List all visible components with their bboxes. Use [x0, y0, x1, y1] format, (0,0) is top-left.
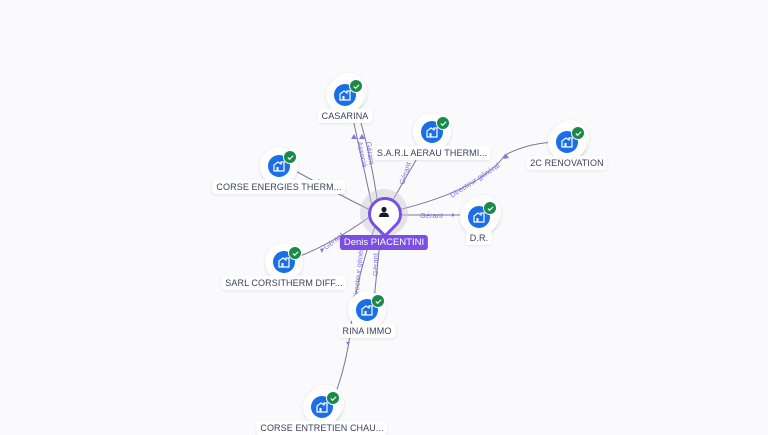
- arrow-corsitherm: [320, 248, 324, 253]
- company-label: SARL CORSITHERM DIFF...: [221, 276, 347, 290]
- edge-2c-renovation: [397, 141, 561, 211]
- company-label: 2C RENOVATION: [526, 156, 608, 170]
- person-icon: [379, 206, 389, 217]
- arrow-2c: [503, 154, 509, 159]
- arrow-dr: [452, 213, 455, 217]
- arrow-casarina-1: [351, 134, 357, 139]
- verified-check-icon: [326, 391, 340, 405]
- verified-check-icon: [571, 126, 585, 140]
- verified-check-icon: [283, 150, 297, 164]
- person-name-label: Denis PIACENTINI: [339, 235, 429, 250]
- company-label: S.A.R.L AERAU THERMI...: [372, 146, 492, 160]
- company-label: D.R.: [465, 231, 493, 245]
- verified-check-icon: [483, 201, 497, 215]
- verified-check-icon: [371, 294, 385, 308]
- verified-check-icon: [349, 79, 363, 93]
- company-label: CORSE ENERGIES THERM...: [212, 180, 346, 194]
- edge-label-2c-renovation: Directeur général: [448, 161, 501, 200]
- arrow-corse-entretien: [346, 342, 350, 345]
- company-label: CORSE ENTRETIEN CHAU...: [256, 421, 388, 435]
- verified-check-icon: [436, 116, 450, 130]
- company-label: CASARINA: [317, 109, 373, 123]
- verified-check-icon: [288, 246, 302, 260]
- edge-label-sarl-aerau: Gérant: [397, 160, 413, 185]
- company-label: RINA IMMO: [338, 324, 396, 338]
- edge-label-rina-immo: Gérant: [371, 252, 380, 276]
- edge-label-dr: Gérant: [420, 211, 444, 220]
- arrow-casarina-2: [359, 134, 365, 139]
